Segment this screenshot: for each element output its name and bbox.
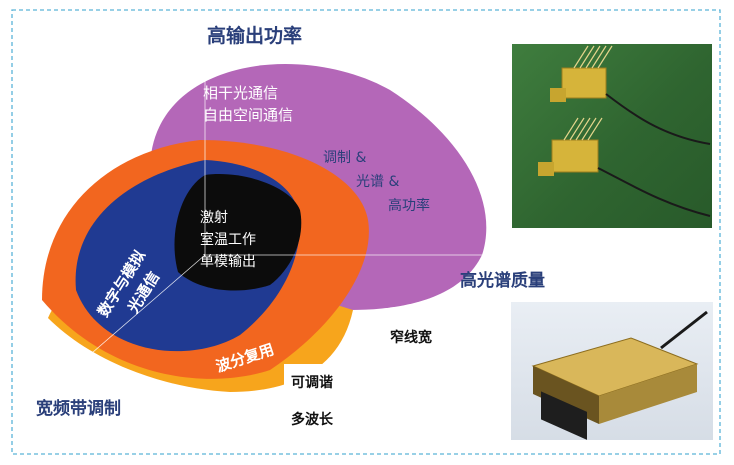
module-flange-1 — [550, 88, 566, 102]
label-high-spectral-quality: 高光谱质量 — [460, 270, 545, 291]
label-spectrum: 光谱 & — [356, 174, 399, 190]
label-core-3: 单模输出 — [200, 254, 256, 270]
fiber-2 — [597, 167, 711, 217]
laser-module-photo-top — [512, 44, 712, 228]
axis-diagonal — [54, 254, 206, 386]
laser-module-illustration — [538, 45, 711, 217]
label-modulation: 调制 & — [323, 150, 366, 166]
label-broadband-modulation: 宽频带调制 — [36, 398, 121, 419]
package-side-left — [533, 366, 599, 424]
module-flange-2 — [538, 162, 554, 176]
package-fiber — [660, 310, 708, 350]
laser-package-photo-bottom — [511, 302, 713, 440]
fiber-1 — [605, 93, 711, 145]
module-body-1 — [561, 67, 607, 99]
label-high-power: 高功率 — [388, 197, 430, 214]
connector-pins — [541, 391, 587, 440]
core-region — [174, 174, 302, 291]
laser-package-illustration — [531, 310, 708, 440]
tunable-box — [284, 364, 352, 398]
label-coherent-comm: 相干光通信 — [203, 84, 278, 102]
label-high-output-power: 高输出功率 — [207, 24, 302, 47]
label-narrow-linewidth: 窄线宽 — [390, 329, 432, 346]
module-body-2 — [551, 139, 599, 173]
label-tunable: 可调谐 — [291, 374, 333, 391]
package-side-right — [599, 364, 697, 424]
multi-wavelength-box — [280, 400, 356, 436]
label-core-1: 激射 — [200, 209, 228, 226]
dashed-frame — [11, 9, 721, 455]
narrow-linewidth-box — [383, 318, 443, 354]
label-core-2: 室温工作 — [200, 231, 256, 248]
label-free-space-comm: 自由空间通信 — [203, 106, 293, 124]
label-multi-wavelength: 多波长 — [291, 411, 334, 428]
